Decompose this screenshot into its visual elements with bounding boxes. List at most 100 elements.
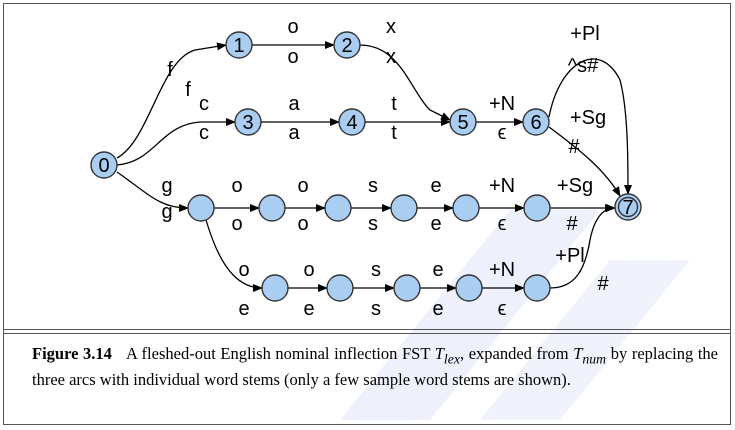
- edge-g1-h1: [205, 219, 263, 292]
- edge-upper-label: f: [167, 59, 173, 81]
- edge-lower-label: g: [161, 201, 172, 223]
- state-circle: [393, 274, 421, 302]
- state-circle: [225, 31, 253, 59]
- state-circle: [449, 108, 477, 136]
- state-node-h2: [326, 274, 354, 302]
- edge-upper-label: +N: [489, 93, 515, 115]
- state-label: 2: [341, 35, 352, 57]
- state-label: 4: [346, 112, 357, 134]
- state-node-g1: [187, 194, 215, 222]
- edge-lower-label: s: [368, 213, 378, 235]
- edge-upper-label: +Pl: [555, 245, 584, 267]
- final-state-inner-circle: [617, 196, 639, 218]
- state-circle: [522, 108, 550, 136]
- caption-separator-top: [3, 329, 731, 330]
- state-node-n7: 7: [614, 193, 642, 221]
- state-circle: [324, 194, 352, 222]
- state-circle: [523, 194, 551, 222]
- state-label: 5: [457, 112, 468, 134]
- state-circle: [523, 274, 551, 302]
- edge-upper-label: s: [368, 175, 378, 197]
- fst-diagram: ffooxxccaatt+Nϵ+Pl^s#+Sg#ggoooossee+Nϵ+S…: [90, 16, 642, 320]
- edge-lower-label: a: [288, 122, 300, 144]
- edge-lower-label: e: [303, 298, 314, 320]
- state-circle: [455, 274, 483, 302]
- figure-frame: [3, 3, 731, 425]
- state-circle: [326, 274, 354, 302]
- state-node-n5: 5: [449, 108, 477, 136]
- edge-upper-label: o: [297, 175, 308, 197]
- edge-upper-label: o: [238, 259, 249, 281]
- edge-lower-label: ϵ: [498, 298, 507, 320]
- edge-lower-label: o: [231, 213, 242, 235]
- state-label: 1: [233, 35, 244, 57]
- edge-lower-label: o: [297, 213, 308, 235]
- state-node-g4: [390, 194, 418, 222]
- watermark-logo: [340, 210, 690, 420]
- figure-label: Figure 3.14: [32, 344, 112, 363]
- state-circle: [90, 151, 118, 179]
- edge-lower-label: #: [597, 273, 609, 295]
- edge-upper-label: e: [432, 259, 443, 281]
- state-node-n3: 3: [234, 108, 262, 136]
- edge-n0-n3: [116, 118, 236, 166]
- edge-lower-label: ϵ: [498, 122, 507, 144]
- state-node-h5: [523, 274, 551, 302]
- caption-text-before: A fleshed-out English nominal inflection…: [125, 344, 435, 363]
- edge-upper-label: g: [161, 175, 172, 197]
- edge-h5-n7: [549, 204, 616, 289]
- caption-text-after: by replacing the three arcs with individ…: [32, 344, 719, 390]
- edge-upper-label: o: [231, 175, 242, 197]
- state-circle: [338, 108, 366, 136]
- edge-lower-label: e: [432, 298, 443, 320]
- state-node-g5: [452, 194, 480, 222]
- edge-upper-label: t: [391, 93, 397, 115]
- edge-upper-label: +N: [489, 259, 515, 281]
- caption-text-mid: , expanded from: [459, 344, 574, 363]
- state-node-n0: 0: [90, 151, 118, 179]
- edge-lower-label: ϵ: [498, 213, 507, 235]
- caption-tnum: T: [573, 344, 583, 363]
- state-node-g3: [324, 194, 352, 222]
- state-circle: [390, 194, 418, 222]
- edge-n6-n7: [548, 58, 632, 195]
- state-circle: [261, 274, 289, 302]
- edge-lower-label: f: [185, 79, 191, 101]
- state-node-n1: 1: [225, 31, 253, 59]
- edge-upper-label: e: [430, 175, 441, 197]
- edge-lower-label: ^s#: [568, 55, 599, 77]
- state-circle: [333, 31, 361, 59]
- edge-upper-label: c: [199, 93, 209, 115]
- edge-n0-g1: [116, 171, 189, 212]
- edge-upper-label: +Sg: [570, 107, 606, 129]
- edge-n2-n5: [359, 44, 451, 121]
- state-node-n6: 6: [522, 108, 550, 136]
- edge-lower-label: #: [566, 213, 578, 235]
- state-node-g2: [258, 194, 286, 222]
- edge-lower-label: x: [386, 46, 396, 68]
- caption-tlex: T: [434, 344, 444, 363]
- edge-upper-label: o: [287, 16, 298, 38]
- edge-upper-label: o: [303, 259, 314, 281]
- edge-lower-label: o: [287, 46, 298, 68]
- edge-upper-label: +N: [489, 175, 515, 197]
- edge-lower-label: e: [430, 213, 441, 235]
- state-circle: [234, 108, 262, 136]
- state-node-h1: [261, 274, 289, 302]
- state-label: 6: [530, 112, 541, 134]
- edge-lower-label: s: [371, 298, 381, 320]
- caption-separator-bottom: [3, 333, 731, 334]
- edge-upper-label: +Pl: [570, 23, 599, 45]
- state-node-h3: [393, 274, 421, 302]
- state-circle: [258, 194, 286, 222]
- state-node-n2: 2: [333, 31, 361, 59]
- edge-lower-label: #: [568, 136, 580, 158]
- state-label: 7: [622, 197, 633, 219]
- edge-n6-n7: [548, 126, 621, 197]
- state-circle: [187, 194, 215, 222]
- state-label: 3: [242, 112, 253, 134]
- edge-lower-label: t: [391, 122, 397, 144]
- caption-tlex-sub: lex: [443, 351, 460, 367]
- edge-upper-label: s: [371, 259, 381, 281]
- edge-upper-label: x: [386, 16, 396, 38]
